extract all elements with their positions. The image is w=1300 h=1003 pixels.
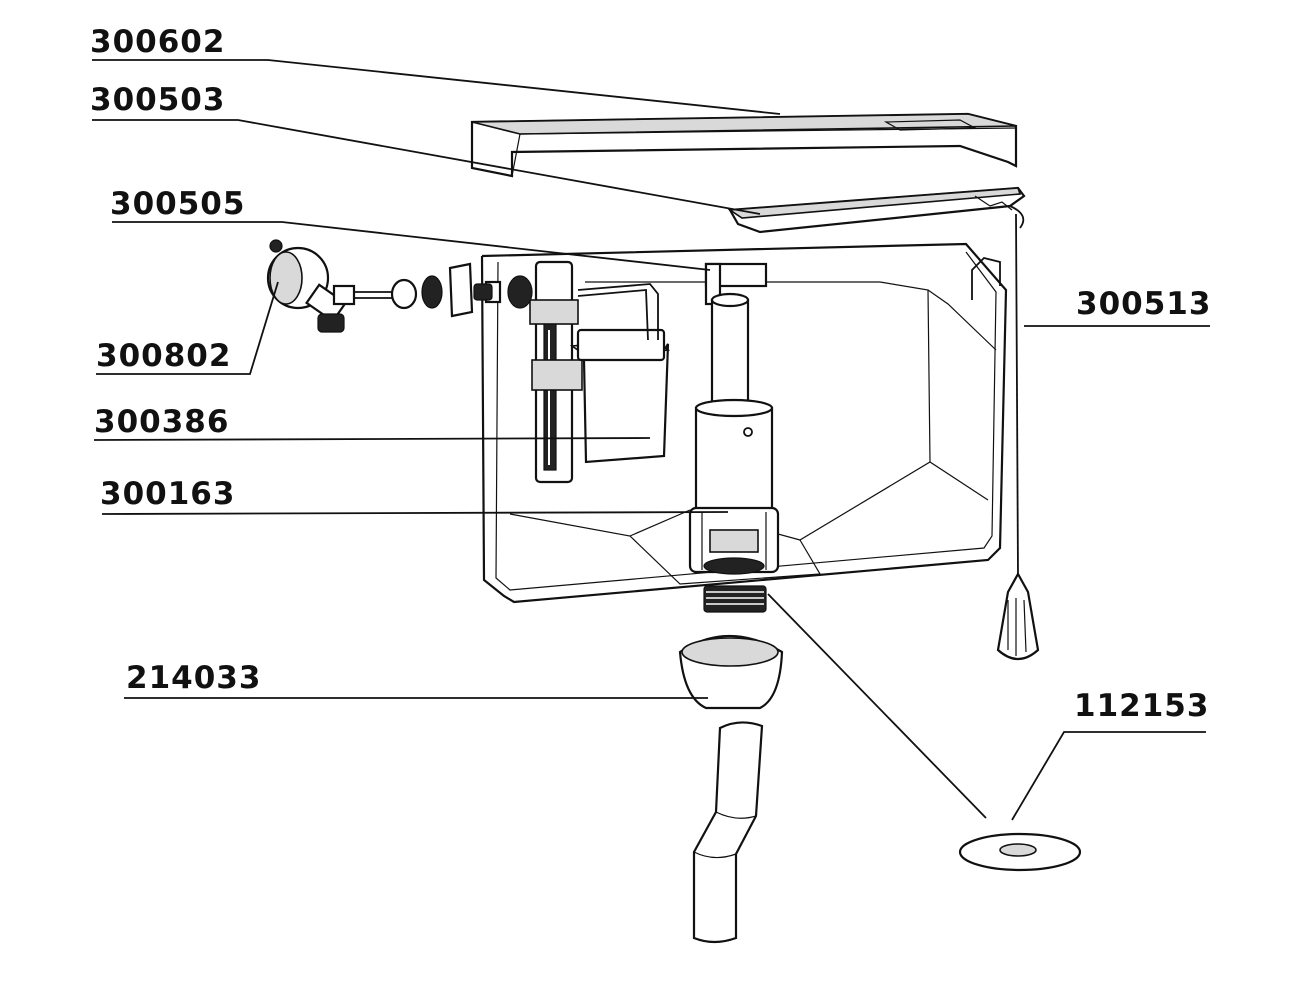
label-112153: 112153 bbox=[1074, 688, 1209, 724]
part-number-labels: 300602 300503 300505 300802 300386 30016… bbox=[90, 24, 1211, 724]
cone-connector bbox=[678, 635, 784, 710]
label-300505: 300505 bbox=[110, 186, 245, 222]
label-300386: 300386 bbox=[94, 404, 229, 440]
label-300513: 300513 bbox=[1076, 286, 1211, 322]
label-214033: 214033 bbox=[126, 660, 261, 696]
leader-lines bbox=[92, 59, 1210, 821]
label-300802: 300802 bbox=[96, 338, 231, 374]
fill-valve bbox=[484, 260, 671, 484]
gasket bbox=[958, 832, 1082, 872]
flush-plate bbox=[727, 186, 1026, 234]
flush-pipe bbox=[692, 721, 764, 944]
valve-connector bbox=[266, 239, 493, 333]
cistern-lid bbox=[470, 112, 1018, 178]
label-300503: 300503 bbox=[90, 82, 225, 118]
pull-chain bbox=[996, 213, 1040, 661]
label-300602: 300602 bbox=[90, 24, 225, 60]
label-300163: 300163 bbox=[100, 476, 235, 512]
flush-valve bbox=[688, 262, 780, 575]
